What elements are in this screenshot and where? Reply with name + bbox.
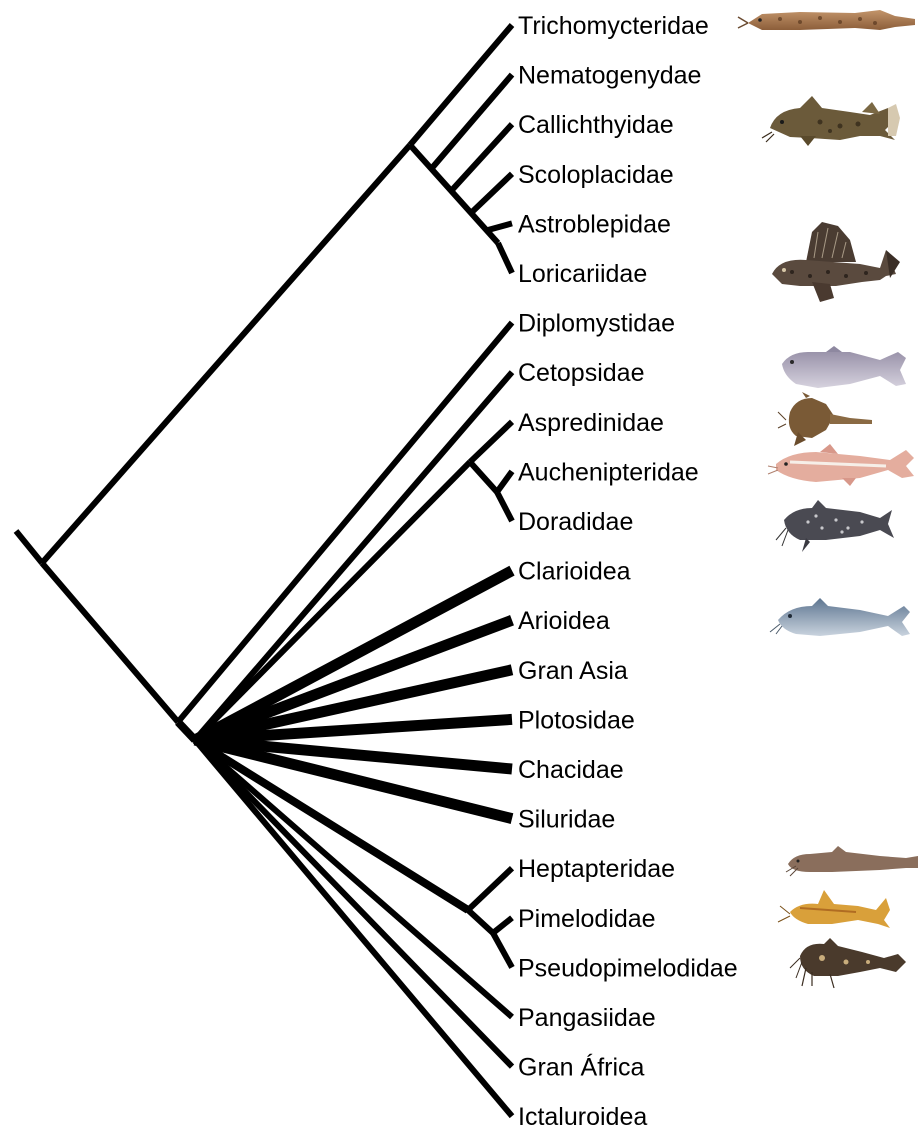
taxon-label-diplomystidae: Diplomystidae bbox=[518, 310, 675, 338]
branch-auchenipteridae-doradidae bbox=[470, 462, 497, 492]
branch-clarioidea bbox=[195, 571, 512, 740]
taxon-label-pimelodidae: Pimelodidae bbox=[518, 905, 656, 933]
trichomycteridae-fish-image bbox=[738, 10, 915, 30]
taxon-label-auchenipteridae: Auchenipteridae bbox=[518, 458, 699, 486]
branch-aspredinidae bbox=[470, 422, 512, 462]
branch-group bbox=[16, 25, 512, 1116]
taxon-label-pseudopimelodidae: Pseudopimelodidae bbox=[518, 954, 738, 982]
aspredinidae-fish-image bbox=[778, 392, 872, 446]
taxon-label-nematogenydae: Nematogenydae bbox=[518, 62, 701, 90]
taxon-label-aspredinidae: Aspredinidae bbox=[518, 409, 664, 437]
branch-pseudopimelodidae bbox=[493, 933, 512, 967]
branch-loricariidae bbox=[498, 243, 512, 273]
branch-pimelodidae-pseudopimelodidae bbox=[468, 910, 493, 933]
branch-aspredinidae-group bbox=[195, 462, 470, 740]
label-group: TrichomycteridaeNematogenydaeCallichthyi… bbox=[518, 12, 738, 1126]
branch-doradidae bbox=[497, 492, 512, 521]
taxon-label-arioidea: Arioidea bbox=[518, 607, 610, 635]
taxon-label-scoloplacidae: Scoloplacidae bbox=[518, 161, 674, 189]
taxon-label-cetopsidae: Cetopsidae bbox=[518, 359, 644, 387]
taxon-label-doradidae: Doradidae bbox=[518, 508, 633, 536]
heptapteridae-fish-image bbox=[786, 846, 918, 876]
pseudopimelodidae-fish-image bbox=[790, 938, 906, 988]
branch-trichomycteridae bbox=[410, 25, 512, 145]
taxon-label-astroblepidae: Astroblepidae bbox=[518, 210, 671, 238]
taxon-label-siluridae: Siluridae bbox=[518, 806, 615, 834]
loricariidae-fish-image bbox=[772, 222, 900, 302]
branch-nematogenydae bbox=[432, 75, 512, 168]
branch-pimelodidae bbox=[493, 918, 512, 933]
branch-loricarioidei-backbone bbox=[410, 145, 498, 243]
branch-siluroidei-stem bbox=[42, 563, 178, 722]
taxon-label-gran-asia: Gran Asia bbox=[518, 657, 628, 685]
taxon-label-trichomycteridae: Trichomycteridae bbox=[518, 12, 709, 40]
taxon-label-callichthyidae: Callichthyidae bbox=[518, 111, 674, 139]
cetopsidae-fish-image bbox=[782, 346, 906, 388]
branch-auchenipteridae bbox=[497, 471, 512, 492]
branch-heptapteridae bbox=[468, 868, 512, 910]
taxon-label-gran-africa: Gran África bbox=[518, 1053, 645, 1082]
branch-astroblepidae bbox=[488, 223, 512, 230]
auchenipteridae-fish-image bbox=[768, 444, 914, 486]
branch-ictaluroidea bbox=[195, 740, 512, 1116]
branch-polytomy-stem bbox=[178, 722, 195, 740]
taxon-label-loricariidae: Loricariidae bbox=[518, 260, 647, 288]
taxon-label-pangasiidae: Pangasiidae bbox=[518, 1004, 656, 1032]
taxon-label-ictaluroidea: Ictaluroidea bbox=[518, 1103, 647, 1126]
callichthyidae-fish-image bbox=[762, 96, 900, 146]
arioidea-fish-image bbox=[770, 598, 910, 636]
taxon-label-heptapteridae: Heptapteridae bbox=[518, 855, 675, 883]
branch-scoloplacidae bbox=[472, 174, 512, 212]
branch-loricarioidei-stem bbox=[42, 145, 410, 563]
taxon-label-chacidae: Chacidae bbox=[518, 756, 624, 784]
fish-illustrations bbox=[738, 10, 918, 988]
taxon-label-plotosidae: Plotosidae bbox=[518, 706, 635, 734]
pimelodidae-fish-image bbox=[778, 890, 890, 928]
root-stub-branch bbox=[16, 531, 42, 563]
taxon-label-clarioidea: Clarioidea bbox=[518, 558, 631, 586]
doradidae-fish-image bbox=[776, 500, 894, 552]
